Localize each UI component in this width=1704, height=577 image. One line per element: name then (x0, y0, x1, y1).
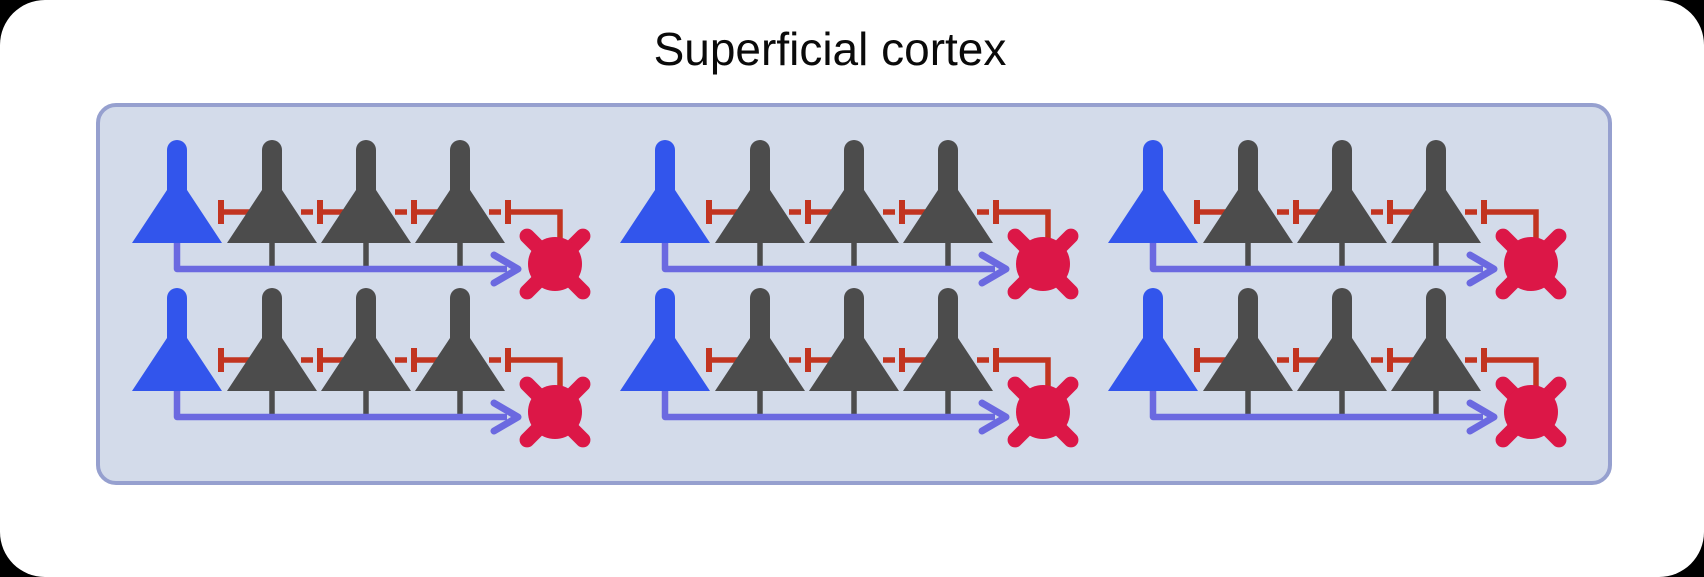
inhibitory-synapse-tbar-icon (706, 348, 999, 372)
microcircuit-motif-5 (620, 288, 1079, 448)
inhibitory-interneuron-icon (1007, 228, 1079, 300)
inhibitory-interneuron-icon (519, 228, 591, 300)
inhibitory-synapse-tbar-icon (706, 200, 999, 224)
figure-title: Superficial cortex (653, 23, 1007, 75)
relay-pyramidal-neuron-icon (809, 288, 899, 391)
interneuron-soma (528, 385, 582, 439)
relay-pyramidal-neuron-icon (321, 140, 411, 243)
inhibitory-interneuron-icon (1495, 228, 1567, 300)
excitatory-pathway-arrow (173, 391, 522, 435)
relay-pyramidal-neuron-icon (321, 288, 411, 391)
excitatory-axon-line (1149, 243, 1483, 273)
relay-pyramidal-neuron-icon (415, 288, 505, 391)
relay-pyramidal-neuron-icon (415, 140, 505, 243)
relay-pyramidal-neuron-icon (1391, 288, 1481, 391)
relay-pyramidal-neuron-icon (1391, 140, 1481, 243)
excitatory-pyramidal-neuron-icon (132, 140, 222, 243)
inhibitory-synapse-tbar-icon (1194, 348, 1487, 372)
excitatory-axon-line (661, 391, 995, 421)
interneuron-soma (1504, 385, 1558, 439)
excitatory-pathway-arrow (1149, 243, 1498, 287)
excitatory-pathway-arrow (661, 243, 1010, 287)
arrowhead-icon (978, 251, 1010, 287)
inhibitory-interneuron-icon (519, 376, 591, 448)
inhibitory-interneuron-icon (1495, 376, 1567, 448)
microcircuit-motif-3 (1108, 140, 1567, 300)
inhibitory-pathway-line (1199, 357, 1539, 389)
excitatory-axon-line (173, 391, 507, 421)
excitatory-axon-line (661, 243, 995, 273)
interneuron-soma (1016, 385, 1070, 439)
interneuron-soma (1016, 237, 1070, 291)
interneuron-soma (528, 237, 582, 291)
microcircuit-motif-4 (132, 288, 591, 448)
inhibitory-pathway-line (223, 209, 563, 241)
relay-pyramidal-neuron-icon (227, 288, 317, 391)
relay-pyramidal-neuron-icon (903, 140, 993, 243)
microcircuit-motif-1 (132, 140, 591, 300)
excitatory-pyramidal-neuron-icon (1108, 140, 1198, 243)
microcircuit-motif-2 (620, 140, 1079, 300)
inhibitory-pathway-line (223, 357, 563, 389)
relay-pyramidal-neuron-icon (1203, 140, 1293, 243)
inhibitory-synapse-tbar-icon (218, 200, 511, 224)
relay-pyramidal-neuron-icon (1203, 288, 1293, 391)
excitatory-pathway-arrow (1149, 391, 1498, 435)
relay-pyramidal-neuron-icon (1297, 288, 1387, 391)
relay-pyramidal-neuron-icon (715, 288, 805, 391)
interneuron-soma (1504, 237, 1558, 291)
excitatory-pyramidal-neuron-icon (620, 288, 710, 391)
inhibitory-synapse-tbar-icon (218, 348, 511, 372)
excitatory-pyramidal-neuron-icon (620, 140, 710, 243)
relay-pyramidal-neuron-icon (227, 140, 317, 243)
arrowhead-icon (978, 399, 1010, 435)
excitatory-axon-line (173, 243, 507, 273)
excitatory-pathway-arrow (661, 391, 1010, 435)
excitatory-pyramidal-neuron-icon (1108, 288, 1198, 391)
relay-pyramidal-neuron-icon (1297, 140, 1387, 243)
relay-pyramidal-neuron-icon (809, 140, 899, 243)
inhibitory-synapse-tbar-icon (1194, 200, 1487, 224)
inhibitory-pathway-line (711, 357, 1051, 389)
excitatory-pathway-arrow (173, 243, 522, 287)
inhibitory-pathway-line (1199, 209, 1539, 241)
arrowhead-icon (1466, 399, 1498, 435)
inhibitory-pathway-line (711, 209, 1051, 241)
arrowhead-icon (1466, 251, 1498, 287)
excitatory-axon-line (1149, 391, 1483, 421)
relay-pyramidal-neuron-icon (715, 140, 805, 243)
arrowhead-icon (490, 399, 522, 435)
relay-pyramidal-neuron-icon (903, 288, 993, 391)
inhibitory-interneuron-icon (1007, 376, 1079, 448)
excitatory-pyramidal-neuron-icon (132, 288, 222, 391)
arrowhead-icon (490, 251, 522, 287)
microcircuit-motif-6 (1108, 288, 1567, 448)
